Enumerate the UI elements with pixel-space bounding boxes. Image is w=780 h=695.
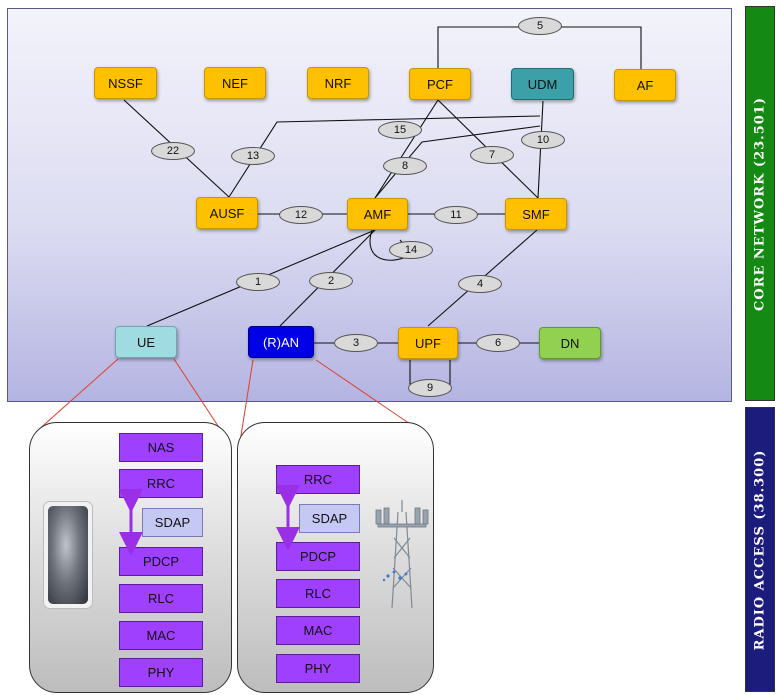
nf-udm[interactable]: UDM bbox=[511, 68, 574, 100]
nf-ue-label: UE bbox=[136, 334, 156, 350]
nf-ran-label: (R)AN bbox=[262, 334, 300, 350]
ran-layer-sdap[interactable]: SDAP bbox=[299, 504, 360, 533]
radio-access-bar: RADIO ACCESS (38.300) bbox=[745, 407, 775, 692]
callout-ue-right bbox=[173, 358, 223, 433]
nf-nssf[interactable]: NSSF bbox=[94, 67, 157, 99]
nf-pcf-label: PCF bbox=[427, 76, 453, 92]
ref-n14: 14 bbox=[389, 241, 433, 259]
ran-layer-rlc[interactable]: RLC bbox=[276, 579, 360, 608]
ref-n12: 12 bbox=[279, 206, 323, 224]
nf-amf-label: AMF bbox=[363, 206, 392, 222]
ran-layer-mac[interactable]: MAC bbox=[276, 616, 360, 645]
nf-amf[interactable]: AMF bbox=[347, 198, 408, 230]
nf-ue[interactable]: UE bbox=[115, 326, 177, 358]
link-ausf-udm bbox=[228, 115, 541, 198]
callout-ue-left bbox=[35, 358, 119, 433]
nf-nssf-label: NSSF bbox=[108, 75, 143, 91]
ref-n1: 1 bbox=[236, 273, 280, 291]
ue-layer-mac[interactable]: MAC bbox=[119, 621, 203, 650]
ref-n22: 22 bbox=[151, 142, 195, 160]
ue-layer-sdap[interactable]: SDAP bbox=[142, 508, 203, 537]
ref-n9: 9 bbox=[408, 379, 452, 397]
nf-nef-label: NEF bbox=[222, 75, 248, 91]
callout-ran-right bbox=[315, 359, 417, 429]
nf-smf[interactable]: SMF bbox=[505, 198, 567, 230]
callout-ran-left bbox=[239, 359, 254, 443]
ref-n7: 7 bbox=[470, 146, 514, 164]
nf-smf-label: SMF bbox=[522, 206, 550, 222]
ran-layer-phy[interactable]: PHY bbox=[276, 654, 360, 683]
nf-af-label: AF bbox=[636, 77, 654, 93]
ref-n13: 13 bbox=[231, 147, 275, 165]
nf-nrf-label: NRF bbox=[324, 75, 352, 91]
nf-ausf-label: AUSF bbox=[209, 205, 245, 221]
smartphone-icon bbox=[43, 501, 93, 609]
ref-n10: 10 bbox=[521, 131, 565, 149]
core-network-bar: CORE NETWORK (23.501) bbox=[745, 6, 775, 401]
ref-n4: 4 bbox=[458, 275, 502, 293]
ref-n6: 6 bbox=[476, 334, 520, 352]
nf-ran[interactable]: (R)AN bbox=[248, 326, 314, 358]
ref-n15: 15 bbox=[378, 121, 422, 139]
nf-upf-label: UPF bbox=[415, 335, 441, 351]
nf-dn[interactable]: DN bbox=[539, 327, 601, 359]
nf-udm-label: UDM bbox=[527, 76, 558, 92]
nf-upf[interactable]: UPF bbox=[398, 327, 458, 359]
nf-af[interactable]: AF bbox=[614, 69, 676, 101]
nf-nef[interactable]: NEF bbox=[204, 67, 266, 99]
ref-n11: 11 bbox=[434, 206, 478, 224]
ue-layer-rlc[interactable]: RLC bbox=[119, 584, 203, 613]
ref-n2: 2 bbox=[309, 272, 353, 290]
ref-n5: 5 bbox=[518, 17, 562, 35]
ref-n3: 3 bbox=[334, 334, 378, 352]
link-udm-smf bbox=[537, 100, 544, 199]
nf-nrf[interactable]: NRF bbox=[307, 67, 369, 99]
cell-tower-icon bbox=[375, 500, 429, 609]
nf-dn-label: DN bbox=[560, 335, 580, 351]
ue-layer-phy[interactable]: PHY bbox=[119, 658, 203, 687]
nf-ausf[interactable]: AUSF bbox=[196, 197, 258, 229]
ref-n8: 8 bbox=[383, 157, 427, 175]
ue-layer-nas[interactable]: NAS bbox=[119, 433, 203, 462]
link-pcf-amf bbox=[374, 99, 439, 199]
link-amf-udm bbox=[374, 125, 541, 199]
ran-layer-pdcp[interactable]: PDCP bbox=[276, 542, 360, 571]
nf-pcf[interactable]: PCF bbox=[409, 68, 471, 100]
